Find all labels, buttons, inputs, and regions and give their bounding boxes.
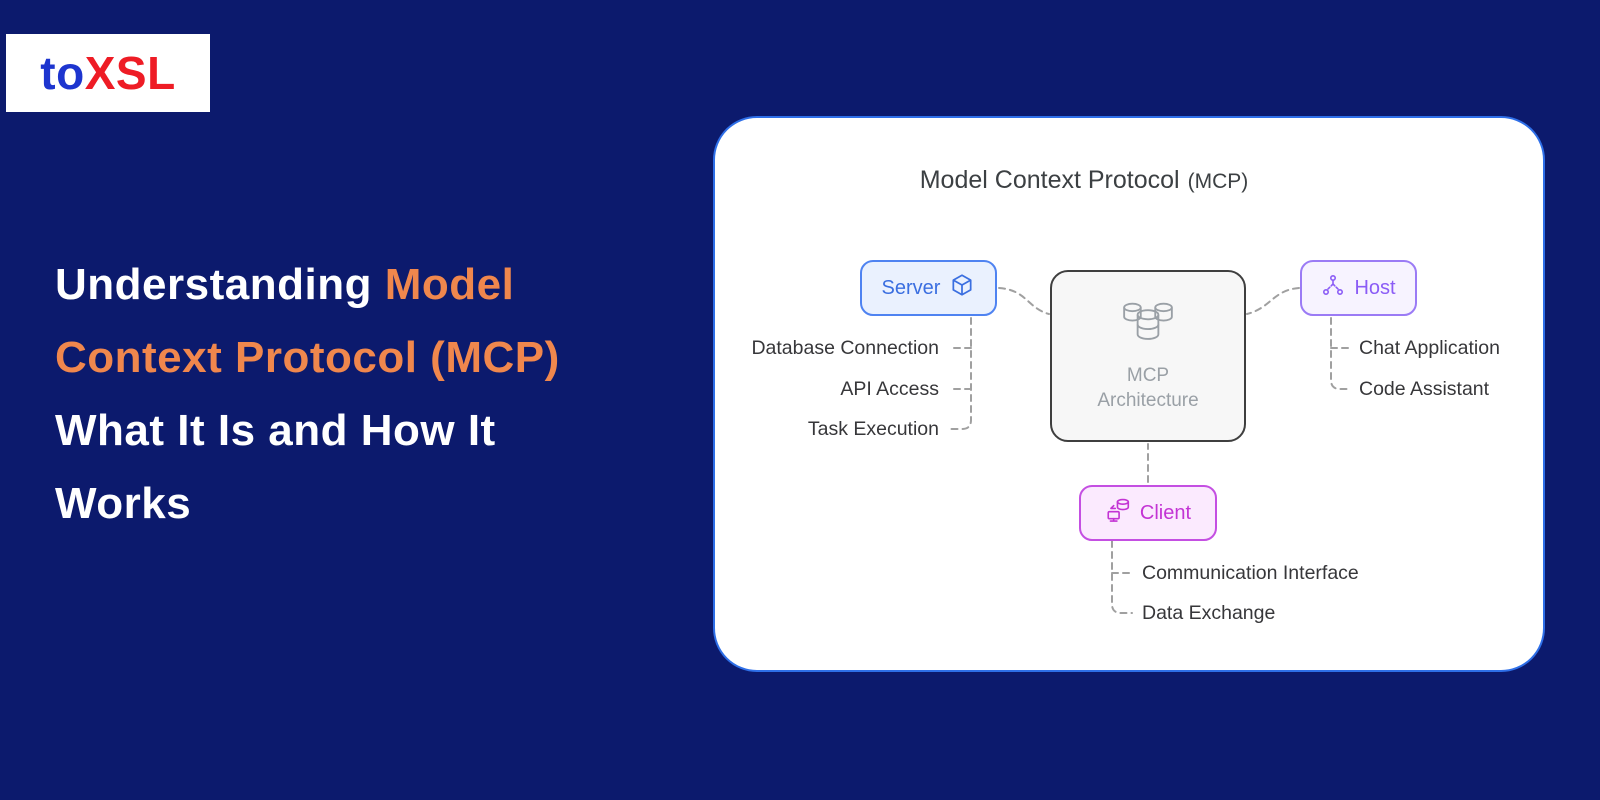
server-node: Server	[860, 260, 997, 316]
server-node-label: Server	[881, 276, 941, 299]
label-database-connection: Database Connection	[751, 337, 939, 359]
mcp-diagram-card: Model Context Protocol (MCP) Server	[713, 116, 1545, 672]
host-node-label: Host	[1354, 276, 1396, 299]
headline-line-1: Understanding Model	[55, 248, 560, 321]
label-code-assistant: Code Assistant	[1359, 378, 1490, 400]
label-task-execution: Task Execution	[807, 418, 939, 440]
headline-line-3: What It Is and How It	[55, 406, 496, 455]
data-exchange-icon	[1105, 497, 1131, 529]
client-node-label: Client	[1139, 501, 1192, 524]
mcp-architecture-node: MCP Architecture	[1050, 270, 1246, 442]
label-data-exchange: Data Exchange	[1142, 602, 1276, 624]
label-communication-interface: Communication Interface	[1142, 562, 1359, 584]
database-cluster-icon	[1120, 299, 1176, 353]
client-node: Client	[1079, 485, 1217, 541]
connector-host-center	[1246, 287, 1300, 315]
diagram-title: Model Context Protocol (MCP)	[715, 166, 1453, 195]
logo-suffix: XSL	[84, 47, 176, 99]
connector-server-center	[998, 287, 1050, 315]
headline-line1-white: Understanding	[55, 260, 385, 309]
toxsl-logo: toXSL	[6, 34, 210, 112]
mcp-architecture-label: MCP Architecture	[1097, 363, 1198, 413]
mcp-architecture-line1: MCP	[1126, 365, 1170, 386]
cube-icon	[949, 272, 975, 304]
diagram-title-suffix: (MCP)	[1187, 170, 1249, 193]
mcp-architecture-line2: Architecture	[1097, 390, 1199, 411]
label-api-access: API Access	[840, 378, 939, 400]
label-chat-application: Chat Application	[1359, 337, 1500, 359]
page-title: Understanding Model Context Protocol (MC…	[55, 248, 560, 540]
headline-line-2: Context Protocol (MCP)	[55, 333, 560, 382]
logo-text: toXSL	[40, 46, 175, 100]
headline-line1-orange: Model	[384, 260, 515, 309]
logo-prefix: to	[40, 47, 85, 99]
diagram-title-main: Model Context Protocol	[919, 166, 1180, 194]
headline-line-4: Works	[55, 479, 192, 528]
connector-host-labels-vertical	[1330, 317, 1352, 390]
connector-lines	[950, 287, 1352, 614]
network-icon	[1321, 273, 1345, 303]
connector-client-labels-vertical	[1111, 540, 1133, 614]
host-node: Host	[1300, 260, 1417, 316]
connector-server-labels-vertical	[950, 317, 972, 430]
